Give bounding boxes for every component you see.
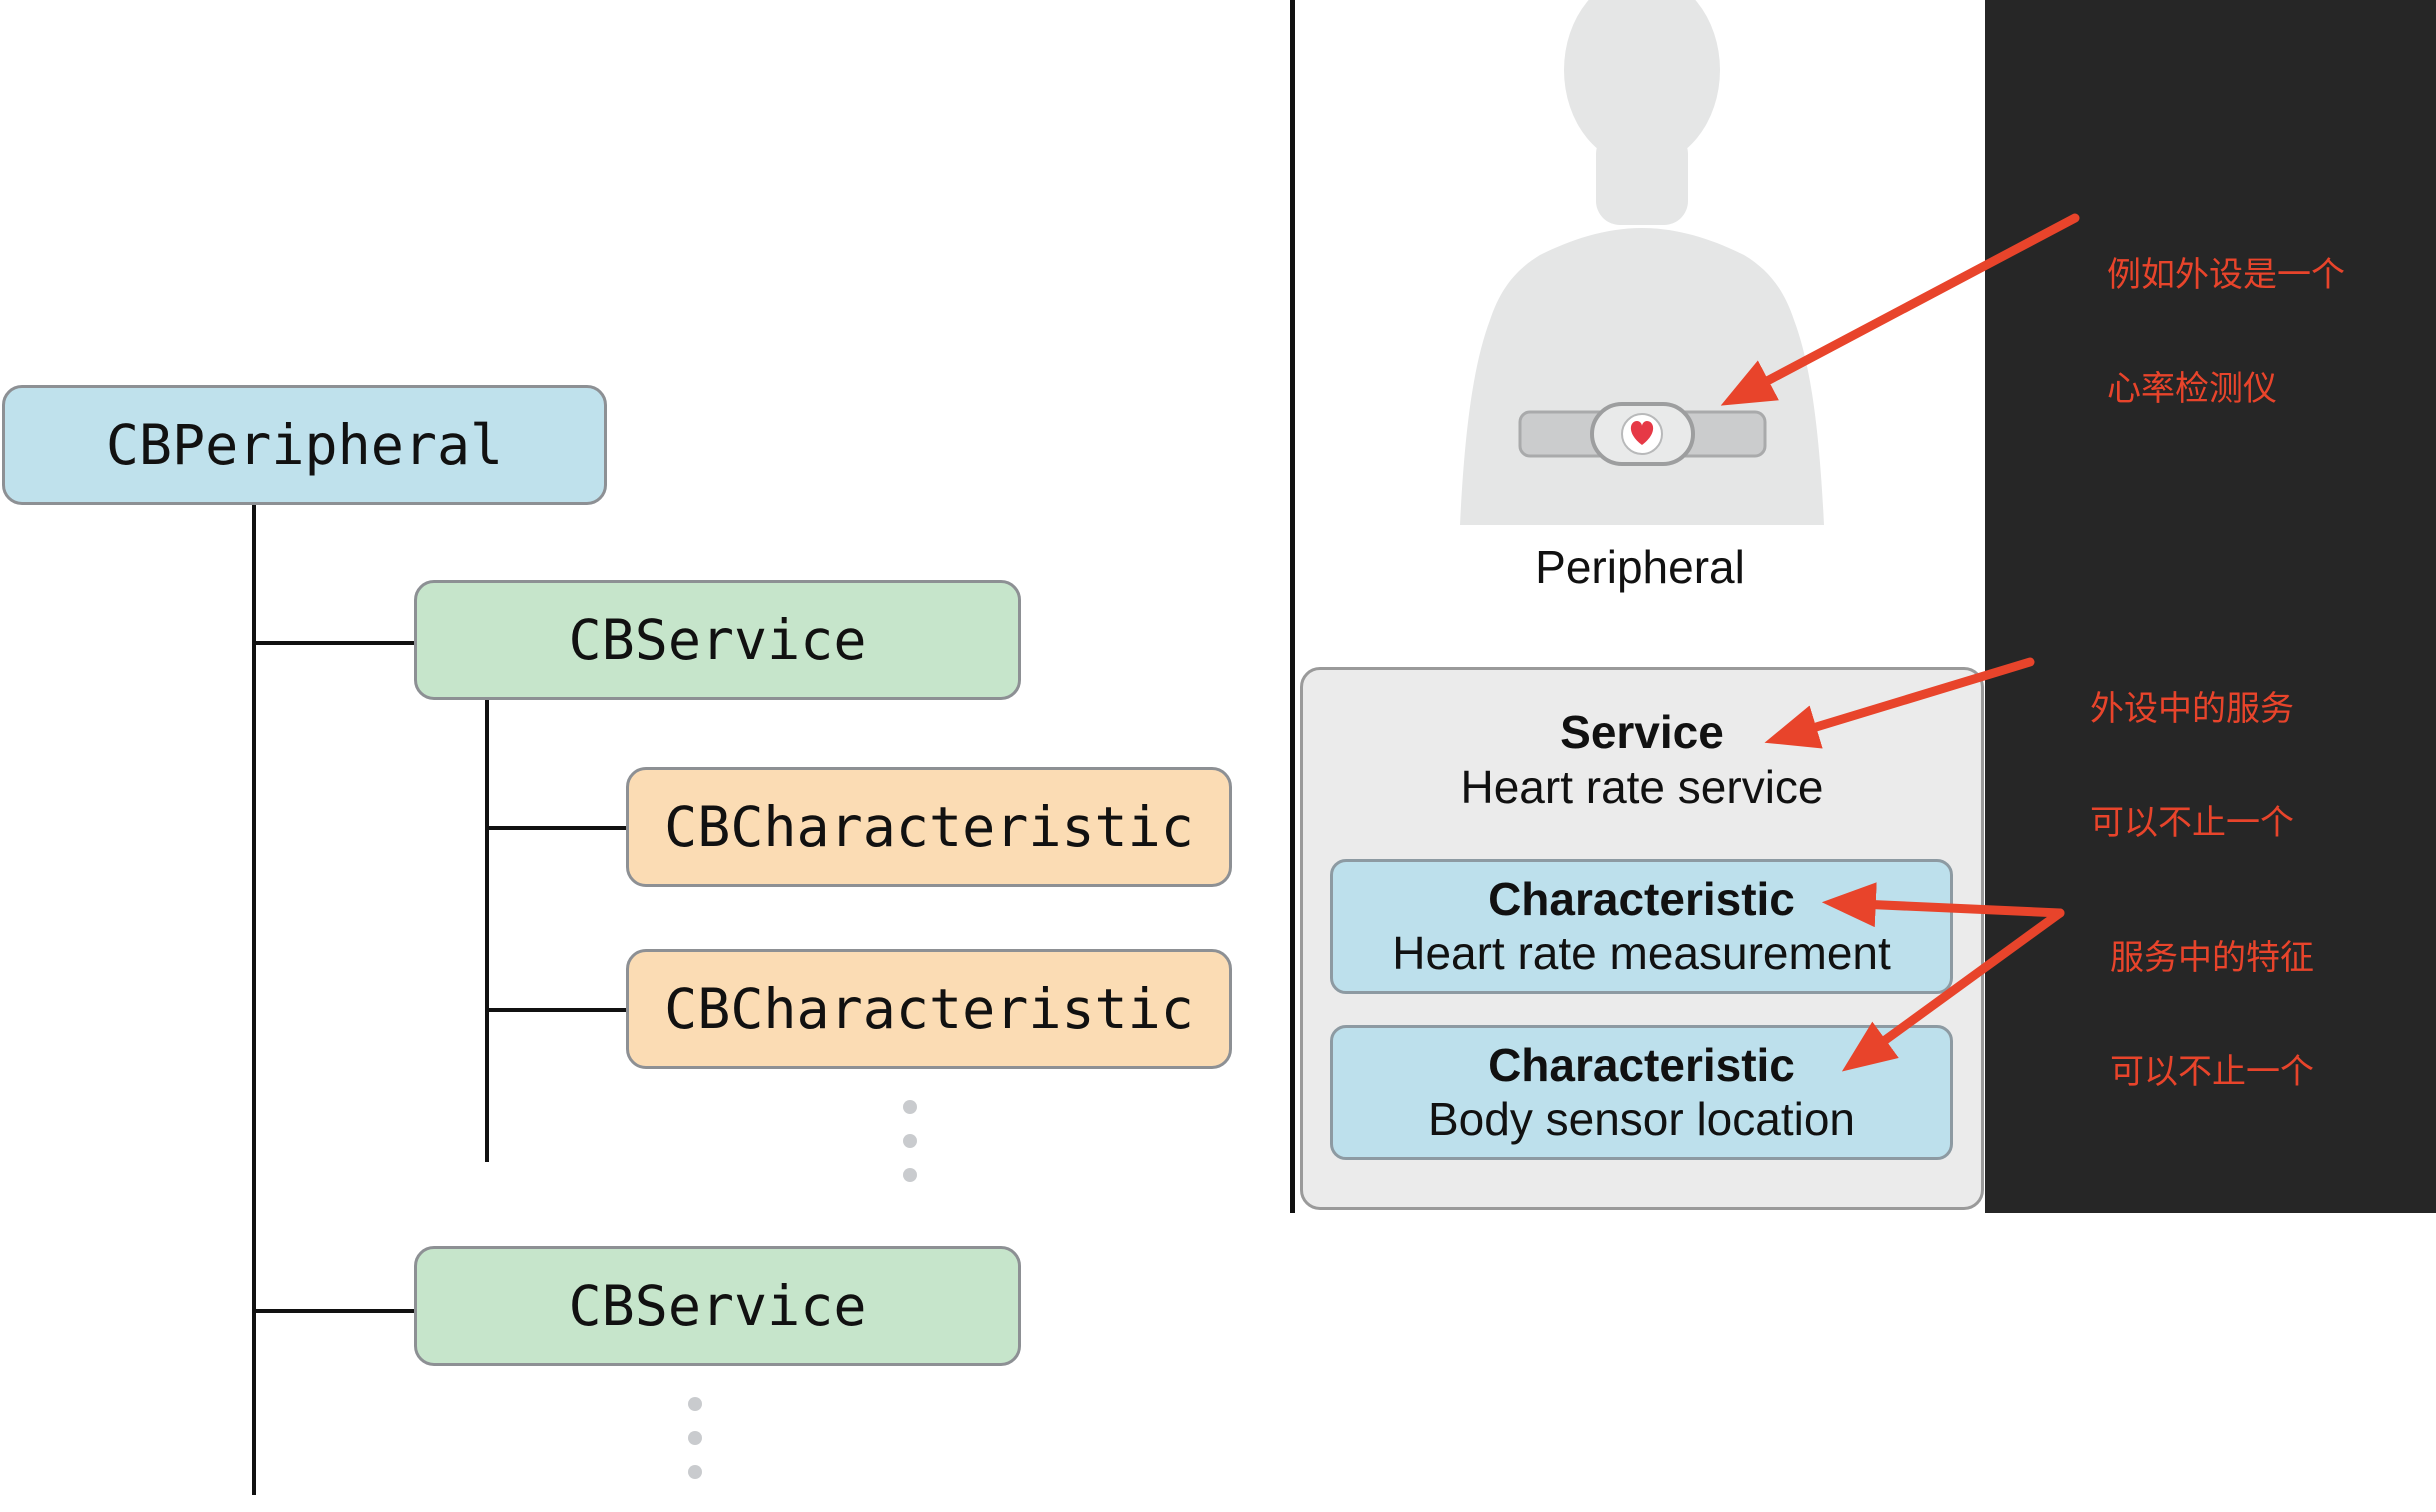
dark-annotation-background <box>1985 0 2436 1213</box>
service-1-trunk-line <box>485 700 489 1162</box>
cbservice-node-1: CBService <box>414 580 1021 700</box>
service-name: Heart rate service <box>1460 761 1824 813</box>
cbcharacteristic-label-2: CBCharacteristic <box>664 977 1194 1041</box>
trunk-line <box>252 505 256 1495</box>
cbcharacteristic-node-1: CBCharacteristic <box>626 767 1232 887</box>
service-annotation-line-2: 可以不止一个 <box>2090 803 2294 843</box>
cbcharacteristic-label-1: CBCharacteristic <box>664 795 1194 859</box>
cbcharacteristic-node-2: CBCharacteristic <box>626 949 1232 1069</box>
service-annotation-line-1: 外设中的服务 <box>2090 689 2294 729</box>
peripheral-annotation-line-2: 心率检测仪 <box>2107 369 2277 409</box>
cbperipheral-node: CBPeripheral <box>2 385 607 505</box>
service-title: Service <box>1560 706 1724 758</box>
peripheral-annotation: 例如外设是一个 心率检测仪 <box>2107 180 2345 446</box>
service-arrow <box>1764 657 2035 749</box>
heart-rate-strap-icon <box>1518 402 1767 466</box>
characteristic-title-2: Characteristic <box>1488 1039 1795 1091</box>
branch-line-service-2 <box>252 1309 414 1313</box>
peripheral-label: Peripheral <box>1535 541 1745 593</box>
characteristic-name-2: Body sensor location <box>1427 1093 1856 1145</box>
service-annotation: 外设中的服务 可以不止一个 <box>2090 614 2294 880</box>
characteristic-name-1: Heart rate measurement <box>1392 927 1891 979</box>
peripheral-arrow <box>1720 213 2080 406</box>
heart-icon <box>1630 421 1654 445</box>
characteristic-annotation-line-1: 服务中的特征 <box>2110 938 2314 978</box>
peripheral-annotation-line-1: 例如外设是一个 <box>2107 255 2345 295</box>
cbservice-label-2: CBService <box>568 1274 867 1338</box>
characteristic-arrow-2 <box>1841 908 2065 1072</box>
branch-line-characteristic-1 <box>485 826 628 830</box>
branch-line-service-1 <box>252 641 414 645</box>
cbservice-node-2: CBService <box>414 1246 1021 1366</box>
characteristic-annotation: 服务中的特征 可以不止一个 <box>2110 863 2314 1129</box>
body-silhouette-illustration <box>1460 0 1824 525</box>
characteristic-annotation-line-2: 可以不止一个 <box>2110 1052 2314 1092</box>
cbservice-label-1: CBService <box>568 608 867 672</box>
cbperipheral-label: CBPeripheral <box>105 413 504 477</box>
characteristic-arrow-1 <box>1821 882 2065 928</box>
panel-divider <box>1290 0 1295 1213</box>
characteristic-title-1: Characteristic <box>1488 873 1795 925</box>
branch-line-characteristic-2 <box>485 1008 628 1012</box>
class-hierarchy-tree: CBPeripheral CBService CBCharacteristic … <box>2 385 1232 1495</box>
